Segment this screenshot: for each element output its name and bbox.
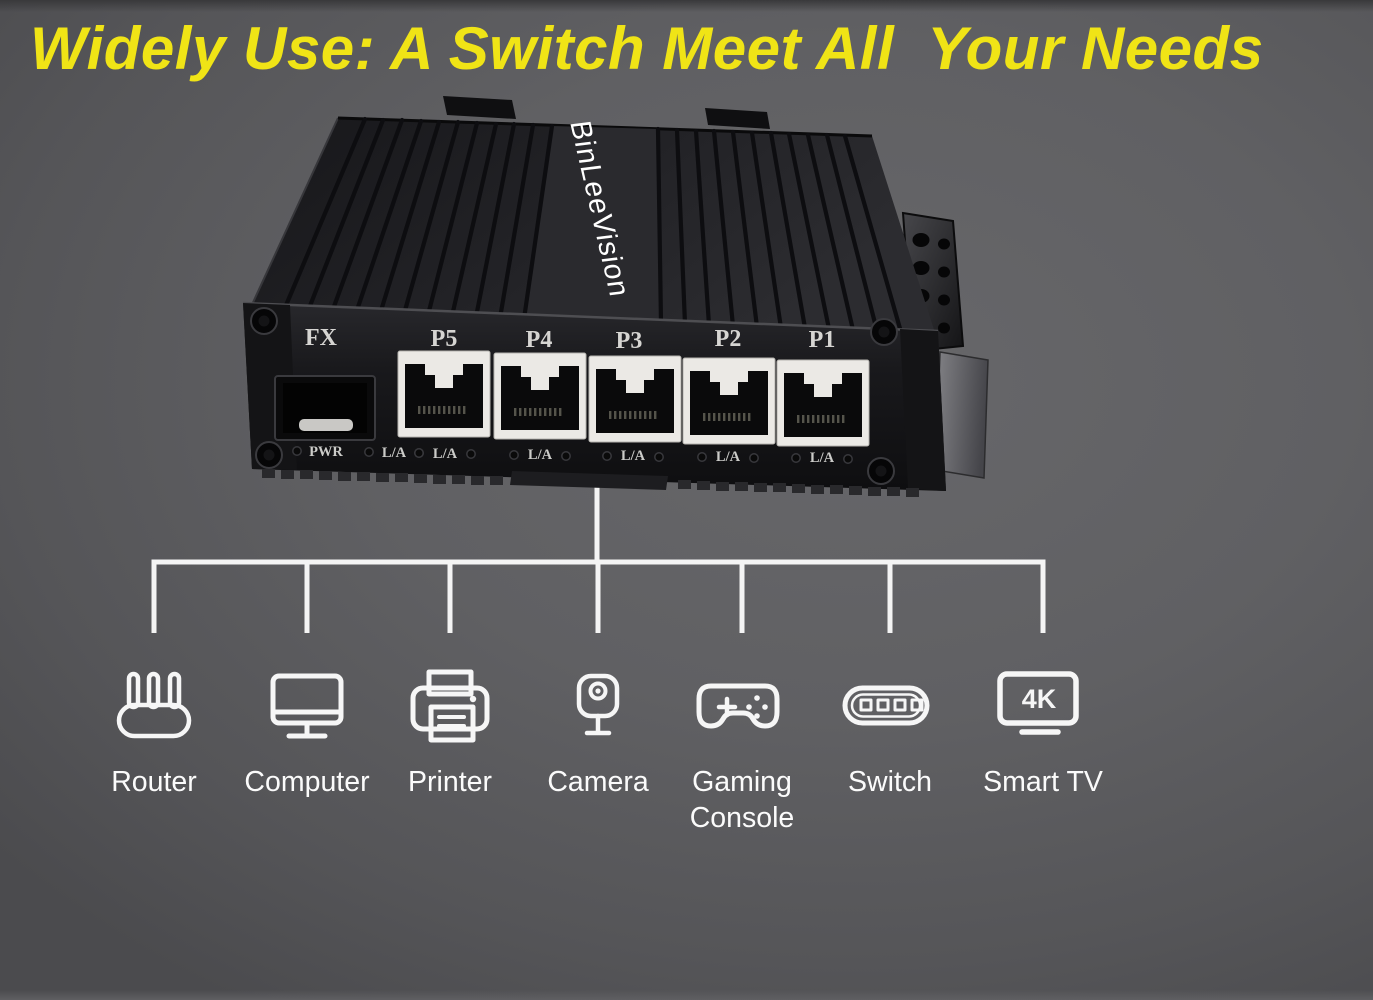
link-led bbox=[843, 454, 853, 464]
link-led-label: L/A bbox=[528, 447, 553, 463]
mounting-tab bbox=[443, 96, 516, 119]
connection-tree bbox=[151, 470, 1046, 633]
printer-icon bbox=[410, 669, 490, 743]
link-led bbox=[466, 449, 476, 459]
connected-devices-row: 4K bbox=[116, 669, 1079, 743]
link-led bbox=[509, 450, 519, 460]
link-led bbox=[791, 453, 801, 463]
gaming-console-icon bbox=[696, 683, 780, 729]
rj45-port-p4 bbox=[493, 352, 587, 440]
led-row: PWR L/A L/A L/A L/A L/A bbox=[292, 444, 853, 466]
device-label-router: Router bbox=[111, 766, 197, 798]
link-led bbox=[414, 448, 424, 458]
rj45-port-p2 bbox=[682, 357, 776, 445]
bottom-serration bbox=[262, 469, 919, 497]
tv-4k-badge: 4K bbox=[1022, 684, 1057, 714]
network-switch-device: BinLeeVision FX bbox=[242, 96, 989, 497]
link-led-label: L/A bbox=[810, 450, 835, 466]
device-label-gaming-line2: Console bbox=[690, 802, 795, 834]
link-led-label: L/A bbox=[433, 446, 458, 462]
rj45-port-p3 bbox=[588, 355, 682, 443]
port-label-p2: P2 bbox=[715, 326, 742, 352]
screw-icon bbox=[870, 318, 898, 346]
device-label-gaming-line1: Gaming bbox=[692, 766, 792, 798]
screw-icon bbox=[867, 457, 895, 485]
port-label-p5: P5 bbox=[431, 326, 458, 352]
sfp-port bbox=[274, 375, 376, 441]
router-icon bbox=[116, 671, 192, 739]
camera-icon bbox=[576, 673, 620, 736]
device-label-switch: Switch bbox=[848, 766, 932, 798]
link-led-label: L/A bbox=[382, 445, 407, 461]
link-led bbox=[602, 451, 612, 461]
smart-tv-icon bbox=[997, 671, 1079, 735]
port-label-p4: P4 bbox=[526, 327, 553, 353]
link-led bbox=[697, 452, 707, 462]
computer-icon bbox=[270, 673, 344, 739]
power-led-label: PWR bbox=[309, 444, 343, 460]
link-led bbox=[749, 453, 759, 463]
link-led bbox=[561, 451, 571, 461]
screw-icon bbox=[250, 307, 278, 335]
page-title: Widely Use: A Switch Meet All Your Needs bbox=[30, 15, 1264, 82]
switch-icon bbox=[842, 685, 930, 726]
fiber-port-label: FX bbox=[305, 325, 338, 351]
heatsink-fins bbox=[281, 116, 904, 335]
mounting-tab bbox=[705, 108, 770, 129]
port-label-p1: P1 bbox=[809, 327, 836, 353]
screw-icon bbox=[255, 441, 283, 469]
power-led bbox=[292, 446, 302, 456]
link-led bbox=[364, 447, 374, 457]
link-led bbox=[654, 452, 664, 462]
rj45-port-p1 bbox=[776, 359, 870, 447]
heatsink-top: BinLeeVision bbox=[249, 116, 935, 335]
panel-flange-right bbox=[900, 329, 946, 491]
front-panel: FX P5 P4 P3 P2 P1 bbox=[242, 301, 946, 497]
device-label-printer: Printer bbox=[408, 766, 492, 798]
port-label-p3: P3 bbox=[616, 328, 643, 354]
bottom-center-tab bbox=[510, 471, 668, 490]
link-led-label: L/A bbox=[621, 448, 646, 464]
device-label-camera: Camera bbox=[547, 766, 649, 798]
rj45-port-p5 bbox=[397, 350, 491, 438]
device-label-computer: Computer bbox=[244, 766, 370, 798]
connected-device-labels: Router Computer Printer Camera Gaming Co… bbox=[111, 766, 1103, 834]
link-led-label: L/A bbox=[716, 449, 741, 465]
brand-band bbox=[524, 126, 661, 323]
device-label-smart-tv: Smart TV bbox=[983, 766, 1103, 798]
